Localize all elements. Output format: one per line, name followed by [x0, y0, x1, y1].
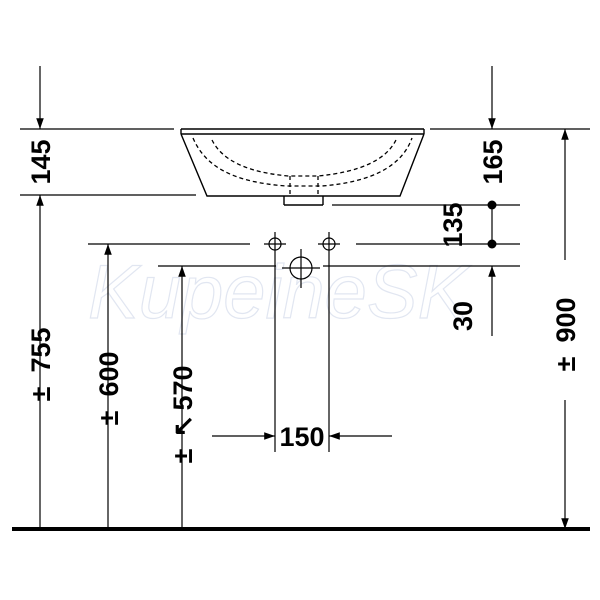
dim-165-label: 165 — [478, 139, 508, 184]
dim-755-label: 755 — [26, 327, 56, 372]
waste-outlet — [282, 249, 320, 288]
dim-600-label-group: ± 600 — [94, 351, 124, 425]
dim-900-label: 900 — [551, 297, 581, 342]
dim-755-label-group: ± 755 — [26, 327, 56, 401]
dim-570-label-group: ± ↖ 570 — [168, 365, 198, 463]
dim-900-label-group: ± 900 — [551, 297, 581, 371]
dim-30-label: 30 — [448, 301, 478, 331]
dim-600-label: 600 — [94, 351, 124, 396]
dim-135-label: 135 — [438, 202, 468, 247]
dim-135-dot — [487, 239, 497, 249]
washbasin — [180, 128, 425, 206]
drain — [283, 176, 324, 206]
pm-symbol: ± — [94, 410, 124, 425]
dim-145-label: 145 — [26, 139, 56, 184]
pm-symbol: ± — [26, 386, 56, 401]
pm-symbol: ± — [168, 448, 198, 463]
dim-570-label: 570 — [168, 365, 198, 410]
dim-150-label: 150 — [279, 422, 324, 452]
watermark-text: KupeineSK — [88, 250, 472, 335]
pm-symbol: ± — [551, 356, 581, 371]
water-supply-connections — [264, 232, 340, 256]
arrow-symbol: ↖ — [168, 415, 198, 438]
